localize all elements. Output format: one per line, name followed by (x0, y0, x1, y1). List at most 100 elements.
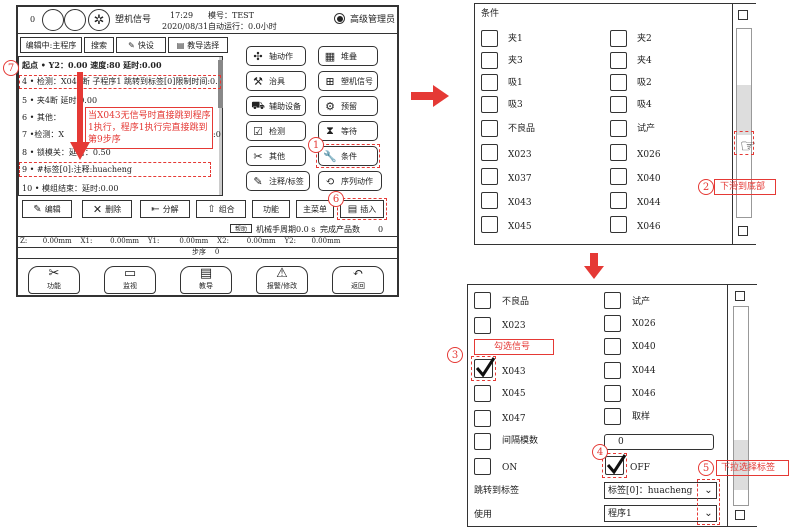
condition-checkbox[interactable] (610, 168, 627, 185)
condition-checkbox[interactable] (604, 362, 621, 379)
dialog2-scroll-thumb[interactable] (734, 440, 748, 490)
delete-label: 删除 (105, 204, 122, 214)
close-icon[interactable] (738, 226, 748, 236)
main-menu-button[interactable]: 主菜单 (296, 200, 334, 218)
nav-teach-button[interactable]: ▤教导 (180, 266, 232, 294)
delete-button[interactable]: ✕删除 (82, 200, 132, 218)
condition-label: X037 (508, 174, 532, 184)
condition-checkbox[interactable] (481, 96, 498, 113)
wait-button[interactable]: ⧗等待 (318, 121, 378, 141)
search-button[interactable]: 搜索 (84, 37, 114, 53)
program-row[interactable]: 10 • 模组结束：延时:0.00 (22, 184, 119, 193)
program-row[interactable]: 起点 • Y2：0.00 速度:80 延时:0.00 (22, 60, 162, 70)
condition-checkbox[interactable] (610, 120, 627, 137)
chevron-down-icon[interactable]: ⌄ (704, 508, 713, 519)
condition-checkbox[interactable] (474, 410, 491, 427)
condition-checkbox[interactable] (481, 74, 498, 91)
dialog1-scroll-thumb[interactable] (737, 85, 751, 135)
condition-checkbox[interactable] (610, 192, 627, 209)
program-row[interactable]: 5 • 夹4断 延时:0.00 (22, 96, 98, 105)
condition-label: 试产 (637, 124, 656, 134)
condition-checkbox[interactable] (604, 315, 621, 332)
machine-signal-button[interactable]: ⊞塑机信号 (318, 71, 378, 91)
highlight-x043 (471, 356, 496, 381)
use-select[interactable] (604, 505, 717, 522)
condition-label: X026 (632, 319, 656, 329)
condition-checkbox[interactable] (610, 216, 627, 233)
off-checkbox-checked[interactable] (605, 456, 624, 475)
condition-checkbox[interactable] (604, 292, 621, 309)
condition-checkbox[interactable] (474, 458, 491, 475)
function-button[interactable]: 功能 (252, 200, 290, 218)
program-row-selected[interactable]: 4 • 检测：X043断 子程序1 跳转到标签[0]限制时间:0. (22, 77, 218, 86)
condition-checkbox[interactable] (474, 317, 491, 334)
condition-checkbox[interactable] (481, 192, 498, 209)
condition-checkbox[interactable] (481, 144, 498, 161)
dialog2-scroll-track[interactable] (733, 306, 749, 506)
program-row[interactable]: 9 • #标签[0]:注释:huacheng (22, 165, 133, 174)
condition-button[interactable]: 🔧条件 (318, 146, 378, 166)
close-icon[interactable] (738, 10, 748, 20)
nav-alarm-button[interactable]: ⚠报警/修改 (256, 266, 308, 294)
detect-button[interactable]: ☑检测 (246, 121, 306, 141)
combine-button[interactable]: ⇧组合 (196, 200, 246, 218)
record-icon[interactable] (334, 13, 345, 24)
condition-checkbox[interactable] (610, 96, 627, 113)
dialog1-scroll-track[interactable] (736, 28, 752, 218)
insert-button[interactable]: ▤插入 (340, 200, 384, 218)
highlight-off (602, 453, 627, 478)
program-scrollbar[interactable] (219, 57, 222, 195)
help-button[interactable]: 帮助 (230, 224, 252, 233)
header-user[interactable]: 高级管理员 (350, 15, 396, 25)
nav-back-button[interactable]: ↶返回 (332, 266, 384, 294)
condition-checkbox[interactable] (474, 292, 491, 309)
teach-select-button[interactable]: ▤教导选择 (168, 37, 228, 53)
condition-label: 吸4 (637, 100, 652, 110)
nav-function-button[interactable]: ✂功能 (28, 266, 80, 294)
comment-button[interactable]: ✎注释/标签 (246, 171, 310, 191)
condition-label: 试产 (632, 297, 651, 307)
combine-icon: ⇧ (207, 203, 216, 215)
machine-signal-label: 塑机信号 (341, 76, 373, 86)
condition-checkbox[interactable] (481, 216, 498, 233)
close-icon[interactable] (735, 291, 745, 301)
condition-checkbox[interactable] (481, 168, 498, 185)
chevron-down-icon[interactable]: ⌄ (704, 485, 713, 496)
condition-checkbox[interactable] (604, 385, 621, 402)
callout-text: 当X043无信号时直接跳到程序1执行，程序1执行完直接跳到第9步序 (88, 111, 211, 145)
condition-checkbox[interactable] (474, 385, 491, 402)
program-row[interactable]: 8 • 锁模关：延时：0.50 (22, 148, 111, 157)
condition-checkbox[interactable] (481, 30, 498, 47)
nav-monitor-button[interactable]: ▭监视 (104, 266, 156, 294)
fixture-button[interactable]: ⚒治具 (246, 71, 306, 91)
jump-select[interactable] (604, 482, 717, 499)
condition-checkbox[interactable] (481, 52, 498, 69)
quickset-button[interactable]: ✎快设 (116, 37, 166, 53)
condition-checkbox[interactable] (604, 408, 621, 425)
condition-checkbox[interactable] (481, 120, 498, 137)
edit-button[interactable]: ✎编辑 (22, 200, 72, 218)
condition-checkbox[interactable] (610, 144, 627, 161)
condition-checkbox[interactable] (610, 74, 627, 91)
condition-label: X023 (508, 150, 532, 160)
program-row[interactable]: 6 • 其他： (22, 113, 61, 122)
interval-input[interactable] (604, 434, 714, 450)
condition-checkbox[interactable] (610, 52, 627, 69)
condition-checkbox[interactable] (610, 30, 627, 47)
axis-button[interactable]: ✣轴动作 (246, 46, 306, 66)
stack-button[interactable]: ▦堆叠 (318, 46, 378, 66)
use-select-value: 程序1 (608, 509, 632, 519)
condition-checkbox[interactable] (474, 433, 491, 450)
condition-checkbox-checked[interactable] (474, 359, 493, 378)
interval-value: 0 (618, 437, 624, 447)
sequence-button[interactable]: ⟲序列动作 (318, 171, 382, 191)
program-row[interactable]: 7 •检测：X (22, 130, 65, 139)
other-button[interactable]: ✂其他 (246, 146, 306, 166)
reserve-button[interactable]: ⚙预留 (318, 96, 378, 116)
close-icon[interactable] (735, 510, 745, 520)
other-label: 其他 (269, 151, 285, 161)
condition-checkbox[interactable] (604, 338, 621, 355)
condition-label: 取样 (632, 412, 651, 422)
split-button[interactable]: ⇤分解 (140, 200, 190, 218)
aux-button[interactable]: ⛟辅助设备 (246, 96, 306, 116)
